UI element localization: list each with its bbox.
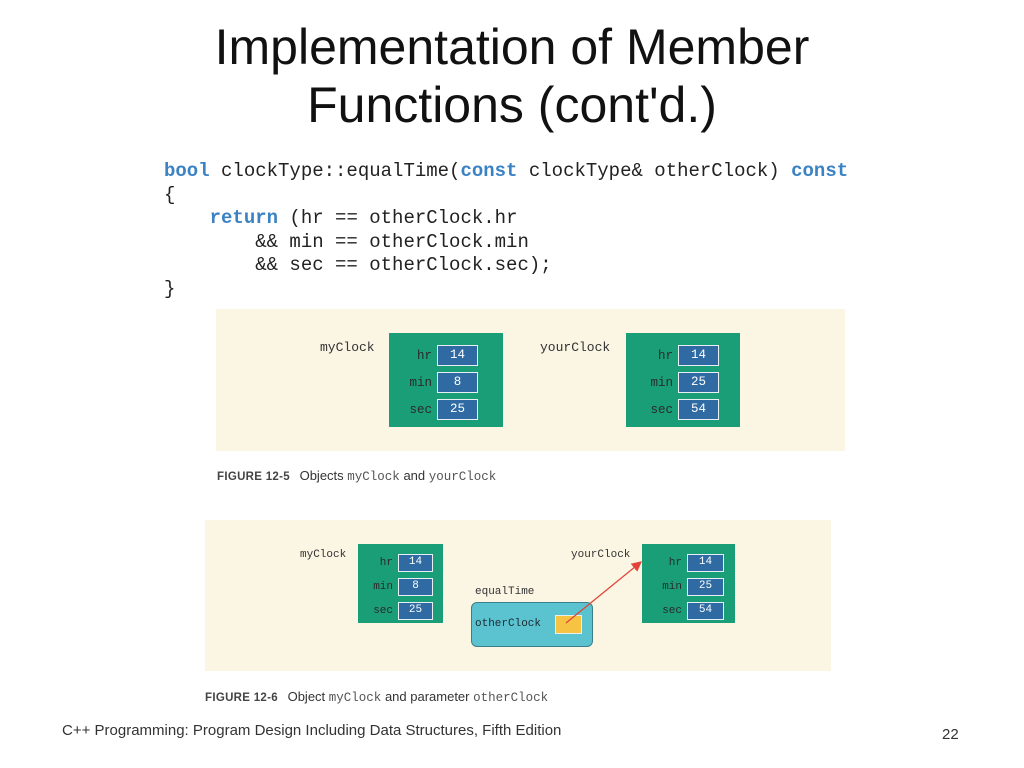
field-label-min: min xyxy=(409,376,432,390)
caption-figure-number: FIGURE 12-5 xyxy=(217,471,290,483)
field-label-hr: hr xyxy=(668,557,682,569)
field-value-hr: 14 xyxy=(687,554,724,572)
field-value-min: 8 xyxy=(398,578,433,596)
field-value-hr: 14 xyxy=(398,554,433,572)
field-label-sec: sec xyxy=(373,605,393,617)
figure-12-6-caption: FIGURE 12-6 Object myClock and parameter… xyxy=(205,689,548,705)
field-label-sec: sec xyxy=(662,605,682,617)
caption-text: and xyxy=(403,468,426,483)
field-value-hr: 14 xyxy=(678,345,719,366)
parameter-box: otherClock xyxy=(471,602,593,647)
object-name-yourclock: yourClock xyxy=(571,549,631,561)
function-label-equaltime: equalTime xyxy=(475,586,535,598)
code-line-2: { xyxy=(164,183,176,206)
page-number: 22 xyxy=(942,726,959,743)
keyword: const xyxy=(791,160,849,182)
caption-code: yourClock xyxy=(428,470,497,484)
code-text: clockType::equalTime( xyxy=(209,160,461,182)
title-line-1: Implementation of Member xyxy=(214,19,810,75)
code-line-5: && sec == otherClock.sec); xyxy=(164,254,552,276)
field-label-sec: sec xyxy=(650,403,673,417)
field-value-min: 8 xyxy=(437,372,478,393)
caption-code: myClock xyxy=(347,470,400,484)
code-listing: bool clockType::equalTime(const clockTyp… xyxy=(164,160,848,301)
object-myclock: hr 14 min 8 sec 25 xyxy=(358,544,443,623)
slide-title: Implementation of Member Functions (cont… xyxy=(0,18,1024,134)
caption-code: otherClock xyxy=(473,691,549,705)
field-label-hr: hr xyxy=(416,349,432,363)
caption-figure-number: FIGURE 12-6 xyxy=(205,692,278,704)
object-yourclock: hr 14 min 25 sec 54 xyxy=(642,544,735,623)
field-value-hr: 14 xyxy=(437,345,478,366)
title-line-2: Functions (cont'd.) xyxy=(307,77,717,133)
field-label-min: min xyxy=(650,376,673,390)
figure-12-5-caption: FIGURE 12-5 Objects myClock and yourCloc… xyxy=(217,468,496,484)
slide-footer: C++ Programming: Program Design Includin… xyxy=(62,722,562,739)
keyword: return xyxy=(209,207,279,229)
field-value-sec: 54 xyxy=(678,399,719,420)
object-name-myclock: myClock xyxy=(300,549,347,561)
figure-12-6-panel: myClock hr 14 min 8 sec 25 yourClock hr … xyxy=(205,520,831,671)
pointer-cell xyxy=(555,615,582,634)
keyword: const xyxy=(460,160,518,182)
code-text: (hr == otherClock.hr xyxy=(278,207,518,229)
field-value-sec: 25 xyxy=(398,602,433,620)
code-line-6: } xyxy=(164,277,176,300)
field-label-sec: sec xyxy=(409,403,432,417)
field-label-hr: hr xyxy=(379,557,393,569)
keyword: bool xyxy=(164,160,210,182)
object-name-yourclock: yourClock xyxy=(540,340,611,355)
code-line-3: return (hr == otherClock.hr xyxy=(164,207,518,229)
field-value-min: 25 xyxy=(678,372,719,393)
field-label-hr: hr xyxy=(657,349,673,363)
field-value-sec: 54 xyxy=(687,602,724,620)
caption-text: Object xyxy=(287,689,326,704)
code-text: clockType& otherClock) xyxy=(517,160,792,182)
caption-text: Objects xyxy=(299,468,344,483)
caption-text: and parameter xyxy=(384,689,470,704)
code-line-1: bool clockType::equalTime(const clockTyp… xyxy=(164,160,848,182)
code-line-4: && min == otherClock.min xyxy=(164,230,529,253)
parameter-label-otherclock: otherClock xyxy=(475,618,542,630)
object-myclock: hr 14 min 8 sec 25 xyxy=(389,333,503,427)
caption-code: myClock xyxy=(328,691,382,705)
field-label-min: min xyxy=(373,581,393,593)
pointer-arrow xyxy=(565,561,643,624)
object-name-myclock: myClock xyxy=(320,340,375,355)
figure-12-5-panel: myClock hr 14 min 8 sec 25 yourClock hr … xyxy=(216,309,845,451)
field-label-min: min xyxy=(662,581,682,593)
object-yourclock: hr 14 min 25 sec 54 xyxy=(626,333,740,427)
field-value-sec: 25 xyxy=(437,399,478,420)
field-value-min: 25 xyxy=(687,578,724,596)
